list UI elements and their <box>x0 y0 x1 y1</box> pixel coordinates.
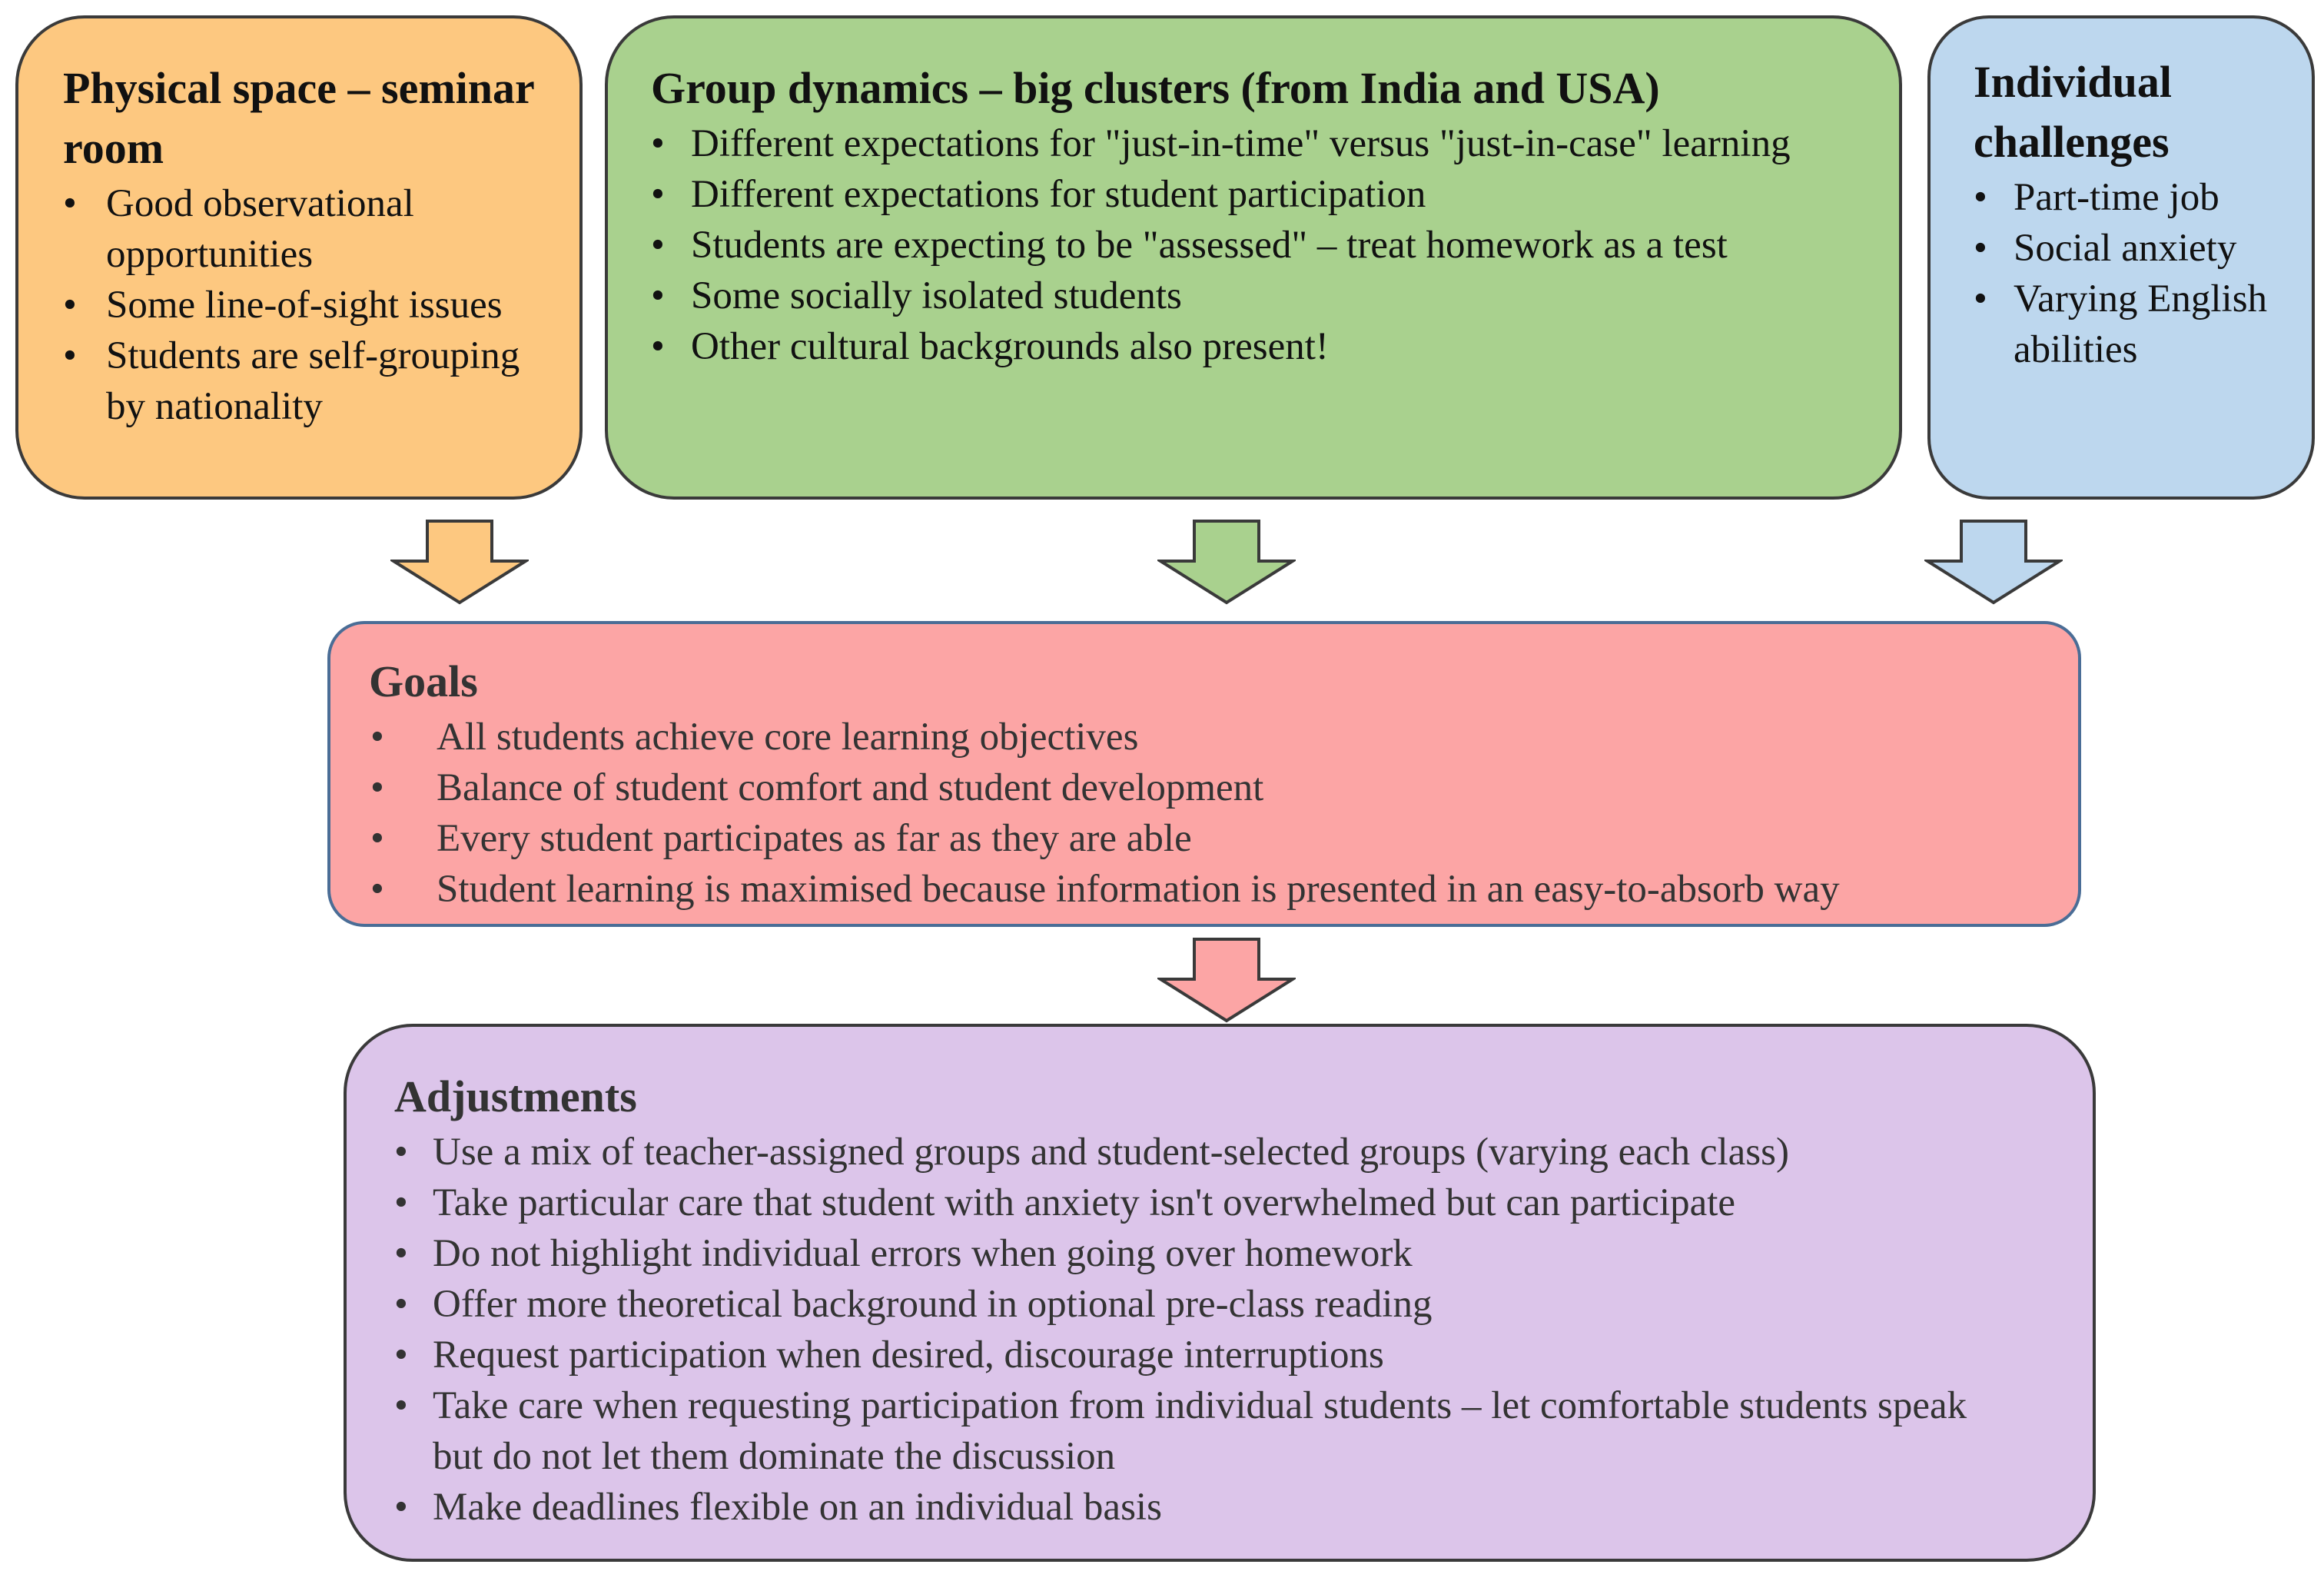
list-item: •Students are self-grouping by nationali… <box>63 330 579 432</box>
list-item: •Different expectations for student part… <box>651 169 1899 220</box>
bullet-icon: • <box>370 817 384 860</box>
bullet-icon: • <box>370 766 384 809</box>
individual-challenges-box: Individual challenges •Part-time job •So… <box>1927 15 2315 500</box>
list-item: •Balance of student comfort and student … <box>369 762 2078 813</box>
bullet-icon: • <box>63 334 77 377</box>
bullet-icon: • <box>394 1486 408 1529</box>
list-item: •Every student participates as far as th… <box>369 813 2078 864</box>
physical-space-title: Physical space – seminar room <box>63 63 534 173</box>
list-item: •Take care when requesting participation… <box>394 1380 2093 1482</box>
list-item: •Good observational opportunities <box>63 178 579 280</box>
arrow-down-icon <box>1157 520 1296 605</box>
arrow-down-icon <box>390 520 529 605</box>
bullet-icon: • <box>651 224 665 267</box>
individual-challenges-list: •Part-time job •Social anxiety •Varying … <box>1974 172 2312 375</box>
adjustments-title: Adjustments <box>394 1071 637 1121</box>
list-item: •Different expectations for "just-in-tim… <box>651 118 1899 169</box>
list-item: •Part-time job <box>1974 172 2312 223</box>
bullet-icon: • <box>394 1283 408 1326</box>
bullet-icon: • <box>63 284 77 327</box>
bullet-icon: • <box>394 1181 408 1224</box>
group-dynamics-title: Group dynamics – big clusters (from Indi… <box>651 63 1660 113</box>
list-item: •Some line-of-sight issues <box>63 280 579 330</box>
list-item: •All students achieve core learning obje… <box>369 712 2078 762</box>
bullet-icon: • <box>394 1232 408 1275</box>
group-dynamics-list: •Different expectations for "just-in-tim… <box>651 118 1899 372</box>
list-item: •Make deadlines flexible on an individua… <box>394 1482 2093 1533</box>
list-item: •Varying English abilities <box>1974 274 2312 375</box>
arrow-down-icon <box>1157 938 1296 1023</box>
bullet-icon: • <box>370 716 384 759</box>
bullet-icon: • <box>651 274 665 317</box>
group-dynamics-box: Group dynamics – big clusters (from Indi… <box>605 15 1902 500</box>
adjustments-list: •Use a mix of teacher-assigned groups an… <box>394 1127 2093 1533</box>
list-item: •Other cultural backgrounds also present… <box>651 321 1899 372</box>
list-item: •Some socially isolated students <box>651 271 1899 321</box>
bullet-icon: • <box>63 182 77 225</box>
bullet-icon: • <box>1974 176 1987 219</box>
bullet-icon: • <box>394 1131 408 1174</box>
bullet-icon: • <box>394 1384 408 1427</box>
bullet-icon: • <box>651 325 665 368</box>
physical-space-box: Physical space – seminar room •Good obse… <box>15 15 583 500</box>
goals-title: Goals <box>369 656 478 706</box>
bullet-icon: • <box>1974 227 1987 270</box>
list-item: •Use a mix of teacher-assigned groups an… <box>394 1127 2093 1177</box>
list-item: •Request participation when desired, dis… <box>394 1330 2093 1380</box>
arrow-down-icon <box>1924 520 2063 605</box>
list-item: •Students are expecting to be "assessed"… <box>651 220 1899 271</box>
bullet-icon: • <box>394 1334 408 1377</box>
physical-space-list: •Good observational opportunities •Some … <box>63 178 579 432</box>
goals-box: Goals •All students achieve core learnin… <box>327 621 2081 927</box>
bullet-icon: • <box>651 173 665 216</box>
list-item: •Offer more theoretical background in op… <box>394 1279 2093 1330</box>
bullet-icon: • <box>651 122 665 165</box>
adjustments-box: Adjustments •Use a mix of teacher-assign… <box>344 1024 2096 1562</box>
bullet-icon: • <box>370 868 384 911</box>
goals-list: •All students achieve core learning obje… <box>369 712 2078 915</box>
list-item: •Take particular care that student with … <box>394 1177 2093 1228</box>
bullet-icon: • <box>1974 277 1987 321</box>
list-item: •Student learning is maximised because i… <box>369 864 2078 915</box>
individual-challenges-title: Individual challenges <box>1974 57 2172 167</box>
list-item: •Social anxiety <box>1974 223 2312 274</box>
list-item: •Do not highlight individual errors when… <box>394 1228 2093 1279</box>
